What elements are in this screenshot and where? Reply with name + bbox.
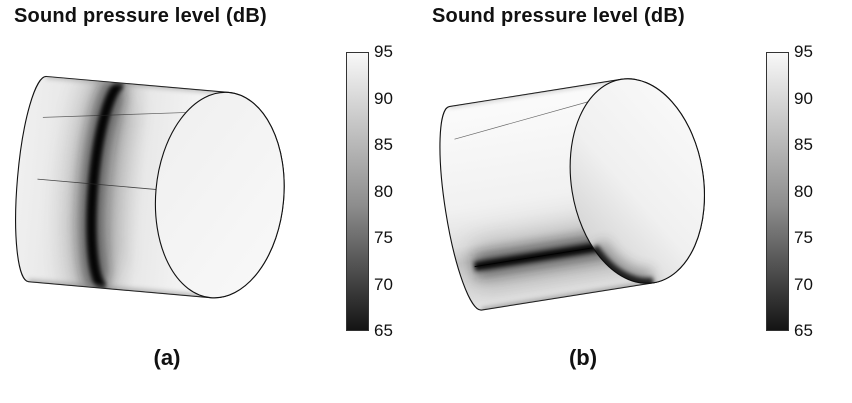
panel-b-title: Sound pressure level (dB): [432, 5, 685, 27]
cylinder-cap: [569, 78, 705, 284]
cylinder-plot-a: [15, 74, 285, 304]
cylinder-plot-b: [439, 77, 705, 313]
colorbar-ticks-a: 95 90 85 80 75 70 65: [374, 42, 393, 340]
cap-rim-band-core: [588, 244, 655, 289]
bottom-edge-shade: [28, 278, 212, 301]
cylinder-cap: [154, 91, 285, 299]
top-edge-shade: [46, 74, 229, 95]
colorbar-ticks-b: 95 90 85 80 75 70 65: [794, 42, 813, 340]
panel-a-caption: (a): [153, 345, 181, 370]
colorbar-a: [346, 52, 369, 331]
panel-a-title: Sound pressure level (dB): [14, 5, 267, 27]
panel-b-caption: (b): [568, 345, 598, 370]
colorbar-b: [766, 52, 789, 331]
